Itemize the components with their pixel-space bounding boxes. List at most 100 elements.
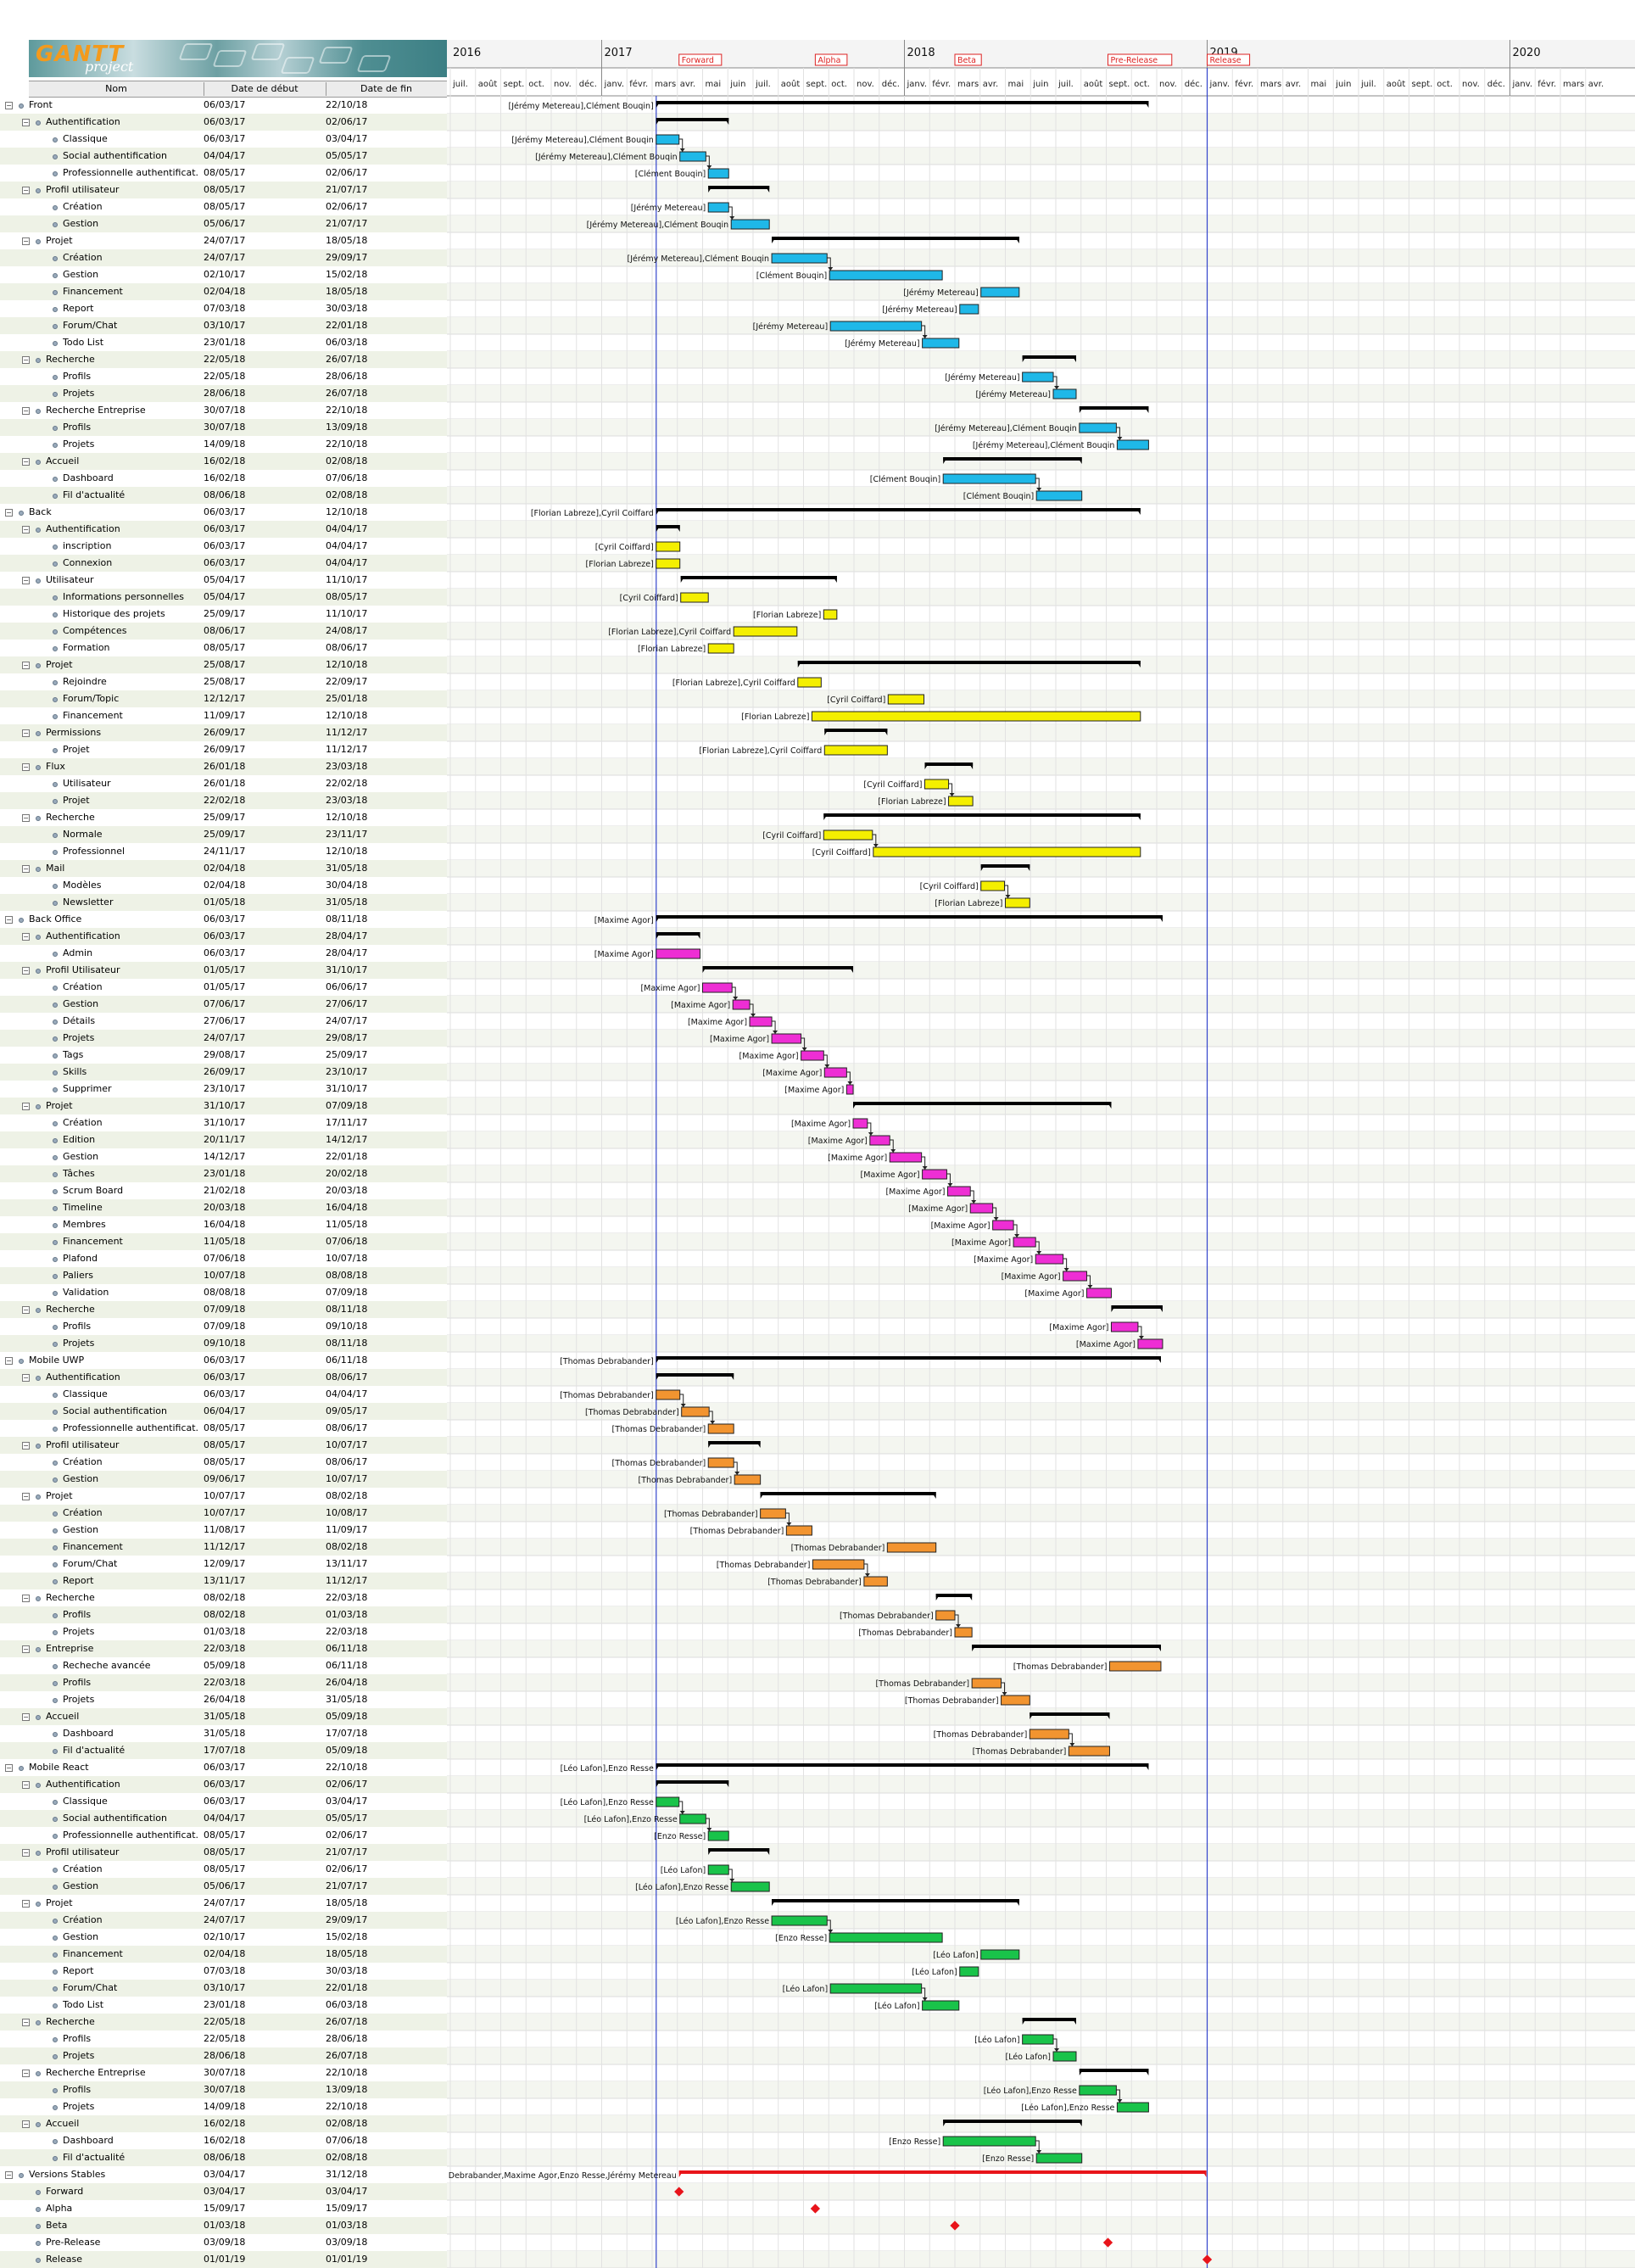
collapse-toggle-icon[interactable]: − [22,1103,30,1110]
collapse-toggle-icon[interactable]: − [22,526,30,533]
column-start-header[interactable]: Date de début [204,82,326,96]
collapse-toggle-icon[interactable]: − [22,1595,30,1602]
collapse-toggle-icon[interactable]: − [22,1900,30,1908]
collapse-toggle-icon[interactable]: − [22,865,30,873]
collapse-toggle-icon[interactable]: − [22,1781,30,1789]
collapse-toggle-icon[interactable]: − [5,509,13,517]
collapse-toggle-icon[interactable]: − [22,2120,30,2128]
collapse-toggle-icon[interactable]: − [22,1306,30,1314]
task-row[interactable]: Professionnelle authentificat...08/05/17… [0,1827,447,1844]
collapse-toggle-icon[interactable]: − [22,729,30,737]
collapse-toggle-icon[interactable]: − [22,1849,30,1857]
collapse-toggle-icon[interactable]: − [22,1493,30,1500]
collapse-toggle-icon[interactable]: − [22,577,30,584]
column-name-header[interactable]: Nom [29,82,204,96]
collapse-toggle-icon[interactable]: − [22,1713,30,1721]
collapse-toggle-icon[interactable]: − [22,2019,30,2026]
collapse-toggle-icon[interactable]: − [22,1374,30,1382]
collapse-toggle-icon[interactable]: − [5,1357,13,1365]
collapse-toggle-icon[interactable]: − [22,187,30,194]
collapse-toggle-icon[interactable]: − [22,237,30,245]
collapse-toggle-icon[interactable]: − [5,916,13,924]
